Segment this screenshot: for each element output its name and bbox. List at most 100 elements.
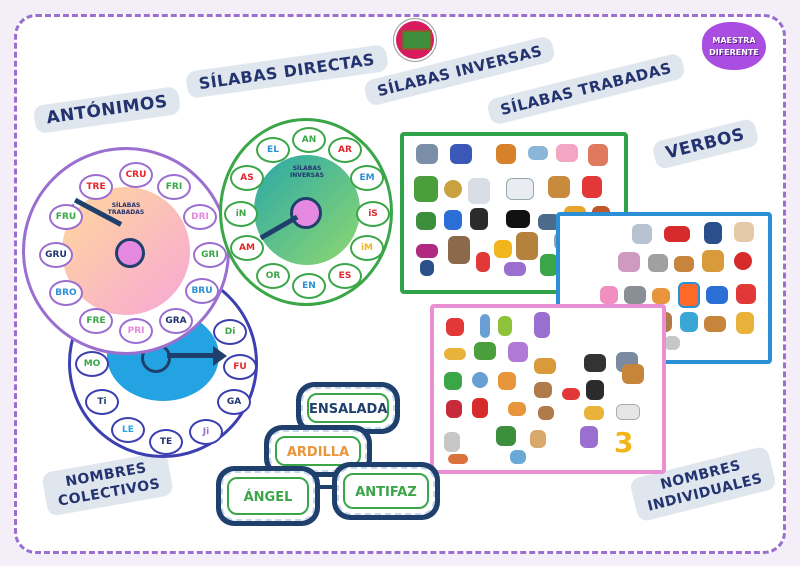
thermometer-icon <box>480 314 490 338</box>
envelope-icon <box>584 406 604 420</box>
chip-inversas[interactable]: EN <box>292 273 326 299</box>
person-icon <box>420 260 434 276</box>
orca-icon <box>506 210 530 228</box>
brick-icon <box>448 454 468 464</box>
grasshopper-icon <box>474 342 496 360</box>
thief-icon <box>586 380 604 400</box>
spinner-knob-icon[interactable] <box>115 238 145 268</box>
cat-icon <box>734 222 754 242</box>
hat-icon <box>616 404 640 420</box>
word-card-antifaz[interactable]: ANTIFAZ <box>332 462 440 520</box>
printer-icon <box>504 262 526 276</box>
cow-icon <box>584 354 606 372</box>
chip-trabadas[interactable]: GRA <box>159 308 193 334</box>
chip-trabadas[interactable]: GRU <box>39 242 73 268</box>
chip-trabadas[interactable]: DRI <box>183 204 217 230</box>
wheel-trabadas-title-line2: TRABADAS <box>107 209 145 216</box>
basket-icon <box>538 406 554 420</box>
ladybug-icon <box>734 252 752 270</box>
clover-icon <box>444 372 462 390</box>
trumpet-icon <box>444 348 466 360</box>
spinner-knob-icon[interactable] <box>290 197 322 229</box>
wheel-silabas-trabadas[interactable]: SÍLABAS TRABADAS CRU FRI DRI GRI BRU GRA… <box>22 147 230 355</box>
cookies-icon <box>674 256 694 272</box>
chip-directas[interactable]: Ti <box>85 389 119 415</box>
maestra-diferente-logo: MAESTRA DIFERENTE <box>696 22 772 72</box>
mouse-icon <box>648 254 668 272</box>
card-individuales[interactable]: 3 <box>430 304 666 474</box>
chip-directas[interactable]: FU <box>223 354 257 380</box>
question-icon <box>476 252 490 272</box>
chip-inversas[interactable]: EL <box>256 137 290 163</box>
connector-line <box>295 485 355 489</box>
person-icon <box>588 144 608 166</box>
tiger-icon <box>498 372 516 390</box>
chip-directas[interactable]: Di <box>213 319 247 345</box>
crab-icon <box>562 388 580 400</box>
chip-inversas[interactable]: EM <box>350 165 384 191</box>
chip-trabadas[interactable]: TRE <box>79 174 113 200</box>
chip-inversas[interactable]: ES <box>328 263 362 289</box>
elf-icon <box>540 254 558 276</box>
monster-icon <box>680 312 698 332</box>
chalkboard-logo-icon <box>396 21 434 59</box>
pizza-icon <box>652 288 670 304</box>
chip-trabadas[interactable]: FRE <box>79 308 113 334</box>
bird-icon <box>494 240 512 258</box>
fruit-basket-icon <box>534 358 556 374</box>
chip-inversas[interactable]: AN <box>292 127 326 153</box>
fridge-icon <box>534 312 550 338</box>
pear-icon <box>498 316 512 336</box>
cancel-icon <box>446 318 464 336</box>
word-angel: ÁNGEL <box>227 477 309 515</box>
tree-icon <box>448 236 470 264</box>
funnel-icon <box>582 176 602 198</box>
wheel-silabas-inversas[interactable]: SÍLABAS INVERSAS AN AR EM iS iM ES EN OR… <box>219 118 393 306</box>
sword-icon <box>528 146 548 160</box>
wheel-inversas-title: SÍLABAS INVERSAS <box>282 165 332 179</box>
number-three: 3 <box>614 426 634 459</box>
chip-inversas[interactable]: AR <box>328 137 362 163</box>
vacuum-icon <box>450 144 472 164</box>
lion-icon <box>702 250 724 272</box>
chip-trabadas[interactable]: FRI <box>157 174 191 200</box>
chest-icon <box>704 316 726 332</box>
chip-trabadas[interactable]: BRO <box>49 280 83 306</box>
robot-icon <box>470 208 488 230</box>
magnifier-icon <box>444 180 462 198</box>
chip-directas[interactable]: TE <box>149 429 183 455</box>
chip-directas[interactable]: MO <box>75 351 109 377</box>
palm-tree-icon <box>414 176 438 202</box>
basket-icon <box>706 286 728 304</box>
chip-directas[interactable]: GA <box>217 389 251 415</box>
cupcake-icon <box>600 286 618 304</box>
elephant-icon <box>618 252 640 272</box>
chip-inversas[interactable]: OR <box>256 263 290 289</box>
fountain-icon <box>632 224 652 244</box>
chip-inversas[interactable]: AS <box>230 165 264 191</box>
lotus-icon <box>556 144 578 162</box>
chip-trabadas[interactable]: BRU <box>185 278 219 304</box>
bush-icon <box>416 212 436 230</box>
astronaut-icon <box>468 178 490 204</box>
logo-text-line2: DIFERENTE <box>709 48 759 57</box>
wheel-trabadas-title-line1: SÍLABAS <box>111 202 141 209</box>
broccoli-icon <box>496 426 516 446</box>
chip-trabadas[interactable]: CRU <box>119 162 153 188</box>
chip-trabadas[interactable]: FRU <box>49 204 83 230</box>
chip-inversas[interactable]: iM <box>350 235 384 261</box>
word-card-angel[interactable]: ÁNGEL <box>216 466 320 526</box>
chip-trabadas[interactable]: GRI <box>193 242 227 268</box>
deer-icon <box>516 232 538 260</box>
picture-icon <box>510 450 526 464</box>
chip-trabadas[interactable]: PRI <box>119 318 153 344</box>
word-ensalada: ENSALADA <box>307 393 389 423</box>
chip-directas[interactable]: Ji <box>189 419 223 445</box>
chip-directas[interactable]: LE <box>111 417 145 443</box>
word-antifaz: ANTIFAZ <box>343 473 429 509</box>
chip-inversas[interactable]: AM <box>230 235 264 261</box>
chip-inversas[interactable]: iS <box>356 201 390 227</box>
abacus-icon <box>534 382 552 398</box>
mask-icon <box>416 244 438 258</box>
chip-inversas[interactable]: iN <box>224 201 258 227</box>
